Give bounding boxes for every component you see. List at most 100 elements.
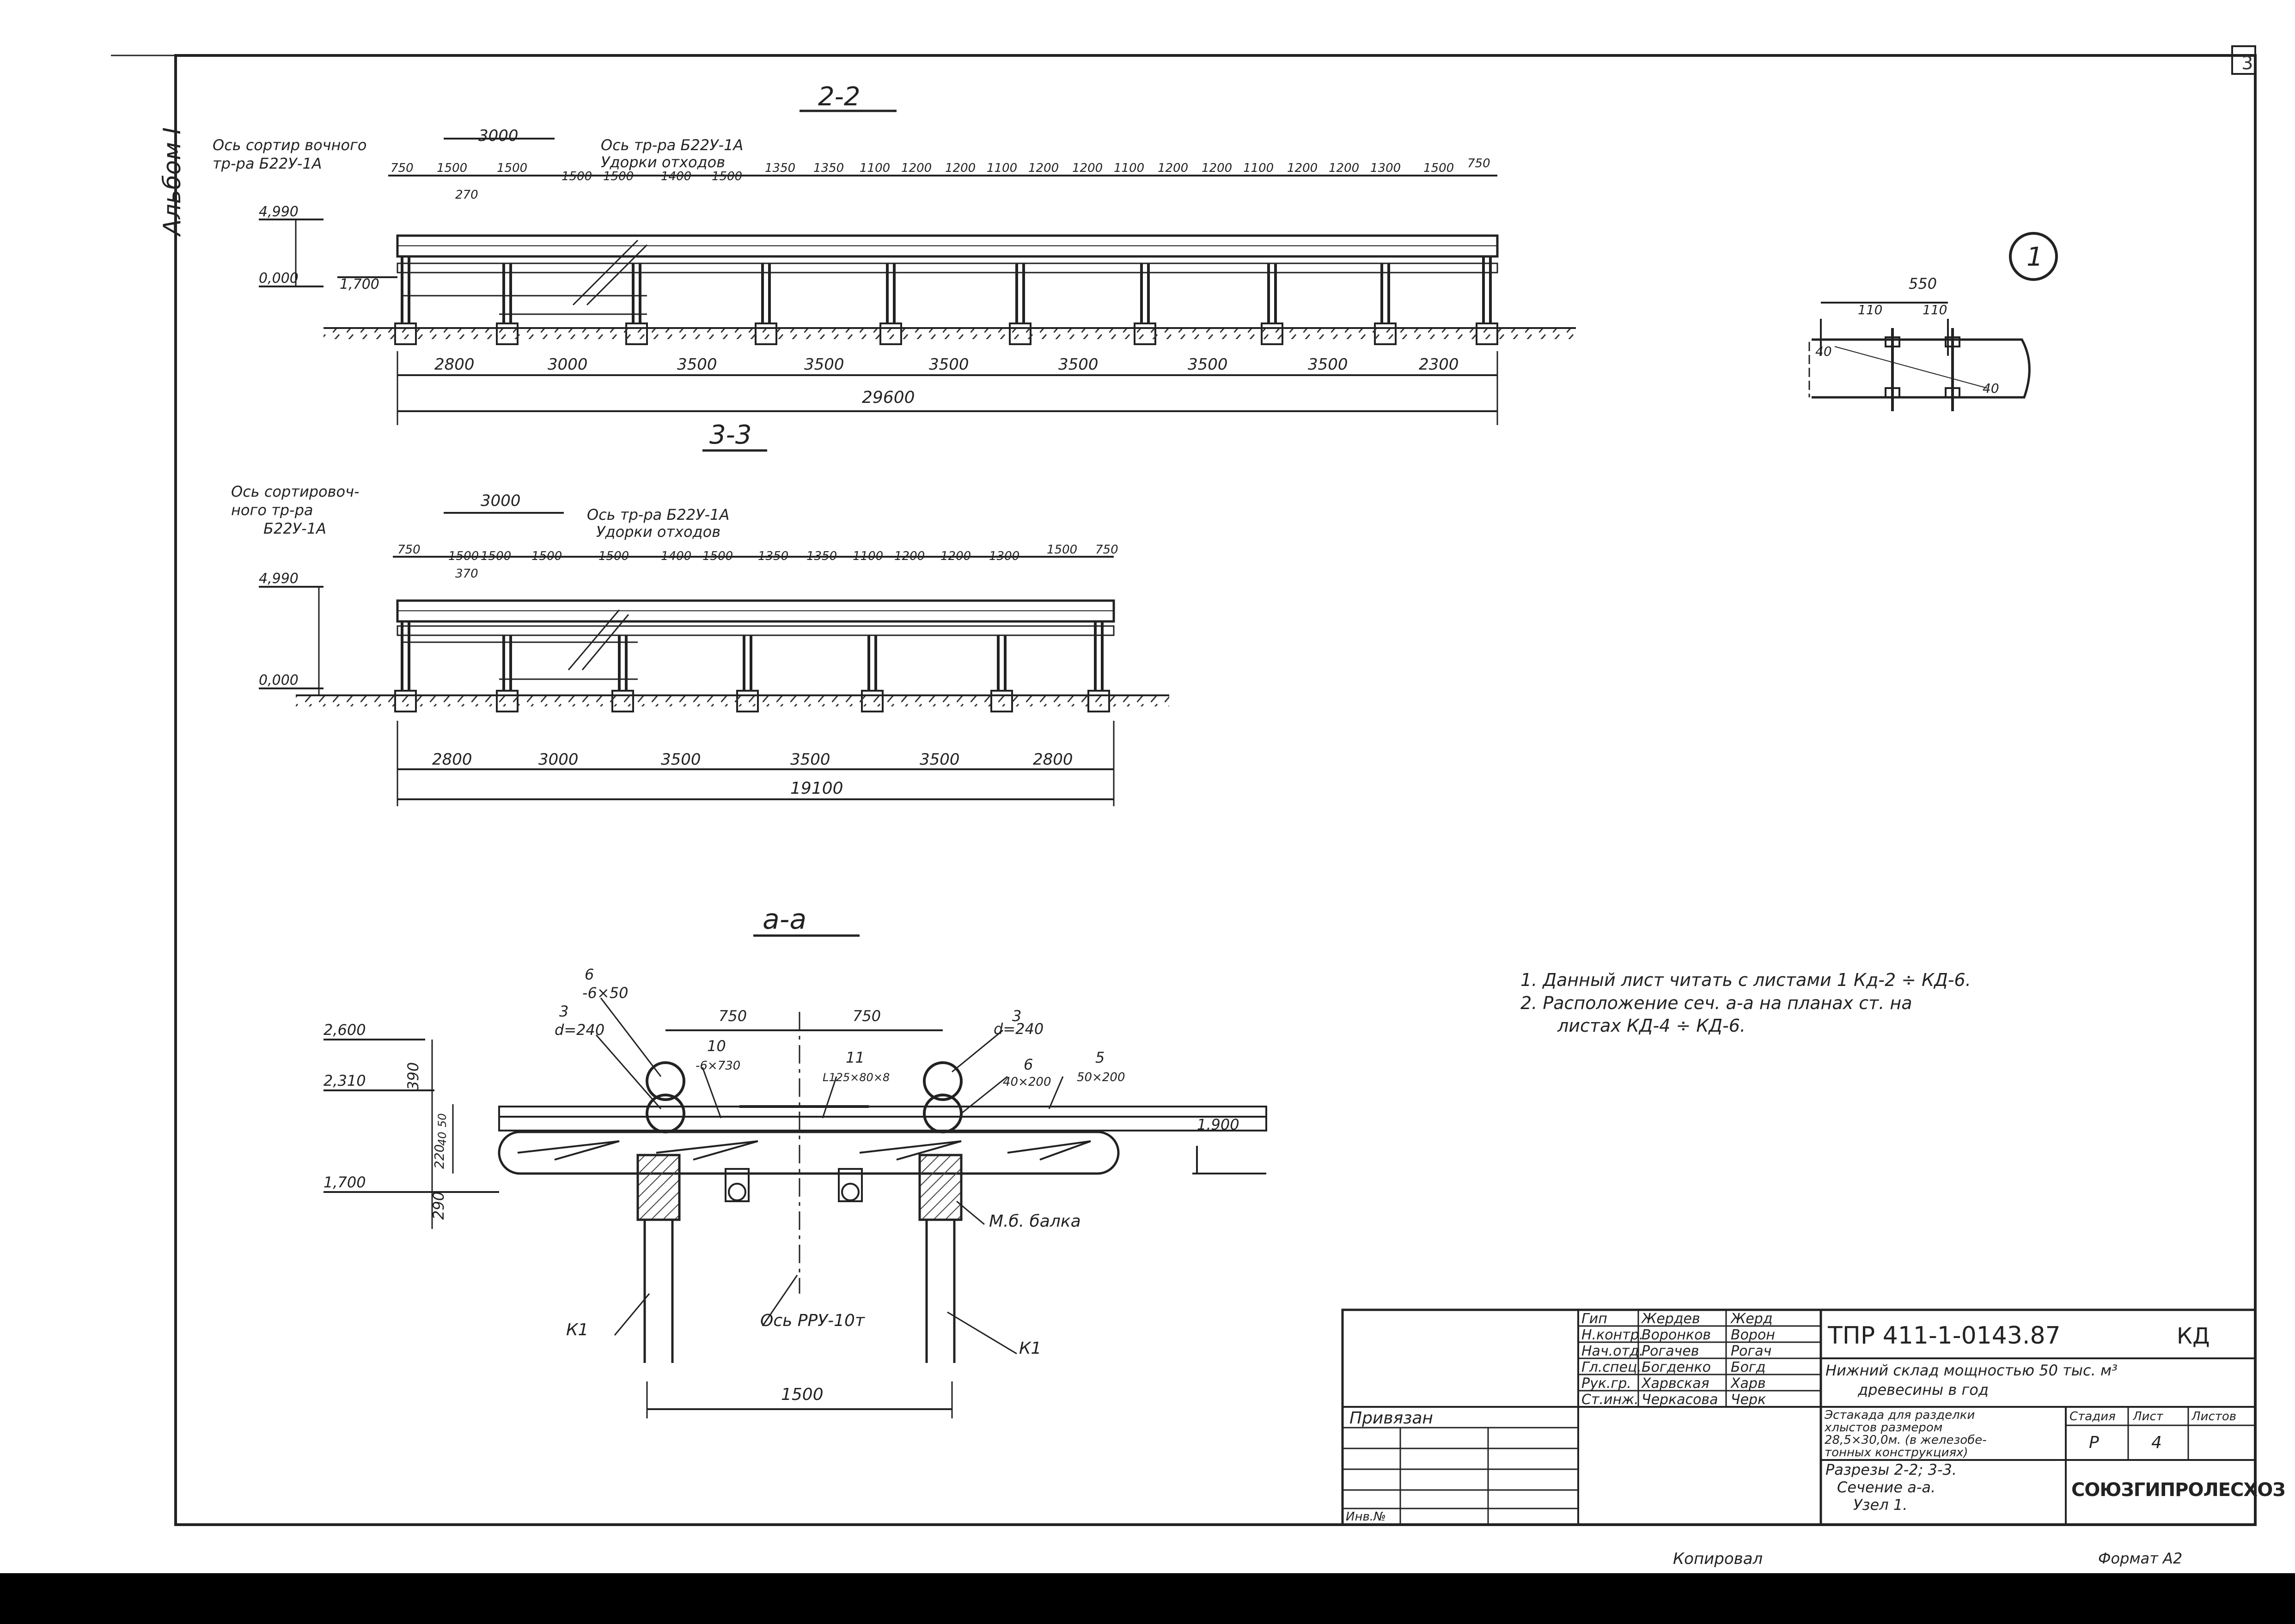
staff-signature: Богд: [1731, 1361, 1766, 1375]
format-label: Формат А2: [2098, 1550, 2183, 1567]
section-3-3-drawing: [259, 512, 1169, 806]
project-name-line: Нижний склад мощностью 50 тыс. м³: [1825, 1363, 2118, 1378]
note-line: 2. Расположение сеч. а-а на планах ст. н…: [1520, 992, 1912, 1013]
node-1-drawing: [1808, 232, 2058, 411]
span-top-3-3: 1100: [853, 549, 883, 563]
object-name-line: тонных конструкциях): [1825, 1447, 1968, 1459]
beam-label: М.б. балка: [989, 1212, 1081, 1231]
section-aa-title: а-а: [763, 903, 806, 936]
node-dim: 110: [1923, 302, 1947, 317]
section-3-3-span-labels-bottom: 2800 3000 3500 3500 3500 2800: [432, 750, 1073, 769]
section-3-3-dim-top: 3000: [481, 492, 521, 510]
vertical-dim-label: 290: [430, 1192, 447, 1220]
span-top-3-3: 1500: [531, 549, 562, 563]
section-3-3-callout-right-2: Удорки отходов: [596, 523, 720, 541]
elevation-label: 2,310: [323, 1072, 366, 1089]
section-3-3-callout-right-1: Ось тр-ра Б22У-1А: [587, 506, 729, 523]
copied-by: Копировал: [1673, 1550, 1763, 1568]
mark: КД: [2177, 1325, 2210, 1347]
span-top-2-2: 1200: [1287, 161, 1318, 175]
sheets-header: Листов: [2191, 1411, 2237, 1423]
k1-right-label: К1: [1019, 1339, 1041, 1358]
staff-role: Гип: [1581, 1312, 1607, 1326]
span-bottom-3-3: 3500: [661, 750, 701, 769]
sheet-frame: [111, 45, 2257, 1526]
organization: СОЮЗГИПРОЛЕСХОЗ: [2071, 1481, 2285, 1499]
span-top-2-2: 1300: [1370, 161, 1401, 175]
title-block-grid: [1341, 1308, 2257, 1526]
elevation-label: 2,600: [323, 1021, 366, 1039]
span-top-2-2: 1100: [860, 161, 890, 175]
staff-role: Рук.гр.: [1581, 1377, 1631, 1391]
span-top-2-2: 1200: [945, 161, 976, 175]
node-dim: 40: [1815, 344, 1832, 359]
notes-block: 1. Данный лист читать с листами 1 Кд-2 ÷…: [1520, 970, 1971, 1036]
elevation-label: 0,000: [259, 672, 299, 688]
staff-role: Ст.инж.: [1581, 1393, 1639, 1407]
item-6-label: 6: [585, 966, 594, 983]
section-2-2-callout-right-2: Удорки отходов: [601, 153, 725, 171]
section-3-3-callout-left-1: Ось сортировоч-: [231, 483, 360, 500]
elevation-label: 4,990: [259, 571, 299, 587]
span-bottom-2-2: 2300: [1419, 355, 1459, 374]
elevation-label: 1,900: [1197, 1116, 1239, 1133]
staff-name: Харвская: [1642, 1377, 1709, 1391]
vertical-dim-label: 50: [436, 1113, 449, 1127]
item-3r-spec: d=240: [994, 1020, 1044, 1038]
section-3-3-callout-left-2: ного тр-ра: [231, 501, 313, 519]
span-top-2-2: 1400: [661, 170, 691, 183]
span-bottom-2-2: 3500: [1188, 355, 1228, 374]
span-top-3-3: 1350: [758, 549, 788, 563]
project-code: ТПР 411-1-0143.87: [1828, 1324, 2061, 1348]
span-top-3-3: 1500: [448, 549, 479, 563]
elevation-label: 4,990: [259, 204, 299, 220]
item-11-spec: L125×80×8: [823, 1071, 890, 1084]
span-bottom-3-3: 3500: [920, 750, 960, 769]
section-2-2-title: 2-2: [818, 82, 860, 112]
staff-role: Нач.отд.: [1581, 1344, 1644, 1358]
dim-label: 750: [853, 1007, 881, 1025]
span-top-2-2: 1350: [813, 161, 844, 175]
section-3-3-span-labels-top: 750 1500 1500 1500 1500 1400 1500 1350 1…: [397, 543, 1118, 563]
section-aa-drawing: [323, 934, 1267, 1418]
node-dim: 550: [1909, 275, 1937, 292]
span-top-2-2: 1200: [1202, 161, 1232, 175]
object-name-line: Эстакада для разделки: [1825, 1409, 1975, 1421]
sheet-corner-number: 3: [2241, 53, 2253, 74]
section-2-2-elevations: 4,990 0,000 1,700: [259, 204, 379, 292]
span-top-3-3: 1300: [989, 549, 1019, 563]
object-name-line: 28,5×30,0м. (в железобе-: [1825, 1434, 1987, 1446]
span-top-3-3: 750: [397, 543, 421, 557]
dim-bottom-label: 1500: [781, 1385, 824, 1404]
section-3-3-title: 3-3: [709, 420, 751, 450]
span-bottom-2-2: 3500: [677, 355, 717, 374]
node-dim: 40: [1983, 381, 1999, 396]
item-3-spec: d=240: [555, 1021, 604, 1039]
binding-label: Привязан: [1349, 1410, 1433, 1427]
span-top-3-3: 1200: [940, 549, 971, 563]
span-top-2-2: 1100: [1114, 161, 1144, 175]
section-2-2-total: 29600: [862, 388, 915, 407]
node-dim: 110: [1858, 302, 1882, 317]
node-number: 1: [2026, 242, 2043, 272]
section-3-3-callouts: Ось сортировоч- ного тр-ра Б22У-1А Ось т…: [231, 483, 729, 541]
span-top-3-3: 1500: [598, 549, 629, 563]
note-line: 1. Данный лист читать с листами 1 Кд-2 ÷…: [1520, 970, 1971, 990]
staff-signature: Харв: [1731, 1377, 1766, 1391]
span-top-3-3: 1350: [806, 549, 837, 563]
staff-signature: Ворон: [1731, 1328, 1775, 1342]
span-top-2-2: 1500: [712, 170, 742, 183]
span-top-2-2: 1200: [1072, 161, 1103, 175]
section-3-3-total: 19100: [790, 779, 843, 798]
item-3-label: 3: [559, 1003, 568, 1020]
item-10-spec: -6×730: [696, 1059, 740, 1073]
span-top-3-3: 750: [1095, 543, 1118, 557]
span-top-2-2: 1200: [1158, 161, 1188, 175]
section-2-2-span-labels-top: 750 1500 1500 1500 1500 1400 1500 1350 1…: [391, 157, 1490, 183]
span-bottom-2-2: 3500: [804, 355, 844, 374]
vertical-dim-label: 40: [436, 1131, 449, 1146]
span-top-2-2: 1100: [987, 161, 1017, 175]
section-3-3-elevations: 4,990 0,000: [259, 571, 299, 688]
span-top-3-3: 1500: [702, 549, 733, 563]
section-aa-labels: 2,600 2,310 1,700 1,900 750 750 390 50 4…: [323, 966, 1239, 1404]
